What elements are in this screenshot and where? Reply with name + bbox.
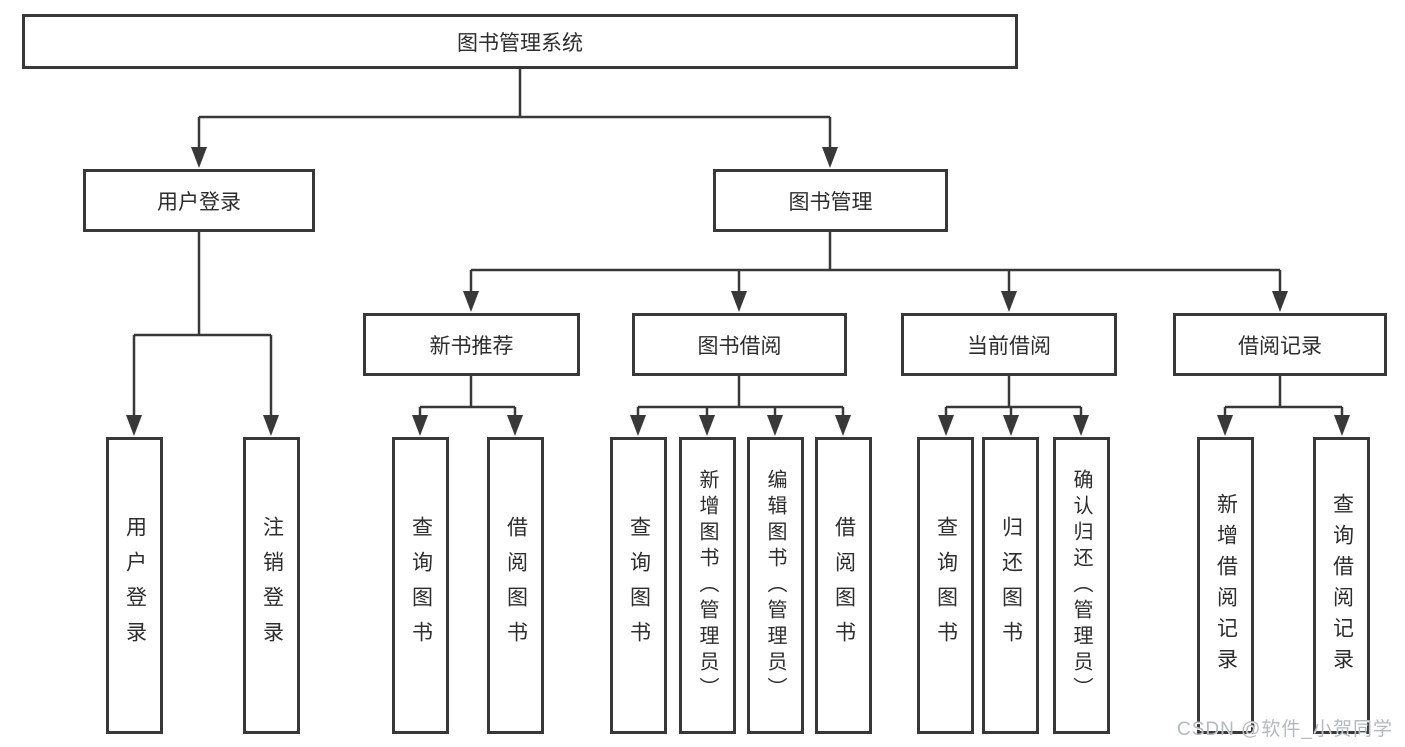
leaf-user-login: 用户登录 bbox=[106, 437, 163, 734]
leaf-label: 注销登录 bbox=[260, 515, 284, 656]
leaf-label: 借阅图书 bbox=[832, 515, 856, 656]
leaf-query-borrow-record: 查询借阅记录 bbox=[1313, 437, 1370, 734]
leaf-edit-books-admin: 编辑图书（管理员） bbox=[747, 437, 804, 734]
leaf-query-books: 查询图书 bbox=[610, 437, 667, 734]
arrowheads bbox=[126, 147, 1350, 436]
node-book-borrowing: 图书借阅 bbox=[632, 313, 847, 376]
leaf-label: 查询图书 bbox=[409, 515, 433, 656]
node-user-login: 用户登录 bbox=[83, 169, 315, 232]
leaf-label: 查询借阅记录 bbox=[1330, 492, 1354, 679]
leaf-label: 编辑图书（管理员） bbox=[764, 468, 786, 703]
leaf-confirm-return-admin: 确认归还（管理员） bbox=[1053, 437, 1110, 734]
leaf-label: 用户登录 bbox=[123, 515, 147, 656]
leaf-label: 归还图书 bbox=[999, 515, 1023, 656]
node-current-borrowing: 当前借阅 bbox=[901, 313, 1117, 376]
leaf-logout: 注销登录 bbox=[243, 437, 300, 734]
node-book-management: 图书管理 bbox=[713, 169, 948, 232]
leaf-add-books-admin: 新增图书（管理员） bbox=[679, 437, 736, 734]
leaf-return-books: 归还图书 bbox=[982, 437, 1039, 734]
leaf-label: 新增图书（管理员） bbox=[696, 468, 718, 703]
leaf-borrow-books: 借阅图书 bbox=[487, 437, 544, 734]
leaf-query-books: 查询图书 bbox=[917, 437, 974, 734]
watermark: CSDN @软件_小贺同学 bbox=[1177, 719, 1393, 740]
node-borrowing-records: 借阅记录 bbox=[1173, 313, 1387, 376]
leaf-borrow-books: 借阅图书 bbox=[815, 437, 872, 734]
leaf-label: 查询图书 bbox=[934, 515, 958, 656]
leaf-label: 确认归还（管理员） bbox=[1070, 468, 1092, 703]
leaf-label: 借阅图书 bbox=[504, 515, 528, 656]
leaf-label: 新增借阅记录 bbox=[1214, 492, 1238, 679]
leaf-query-books: 查询图书 bbox=[392, 437, 449, 734]
node-new-book-recommend: 新书推荐 bbox=[363, 313, 580, 376]
leaf-add-borrow-record: 新增借阅记录 bbox=[1197, 437, 1254, 734]
leaf-label: 查询图书 bbox=[627, 515, 651, 656]
node-root-library-system: 图书管理系统 bbox=[22, 14, 1018, 69]
